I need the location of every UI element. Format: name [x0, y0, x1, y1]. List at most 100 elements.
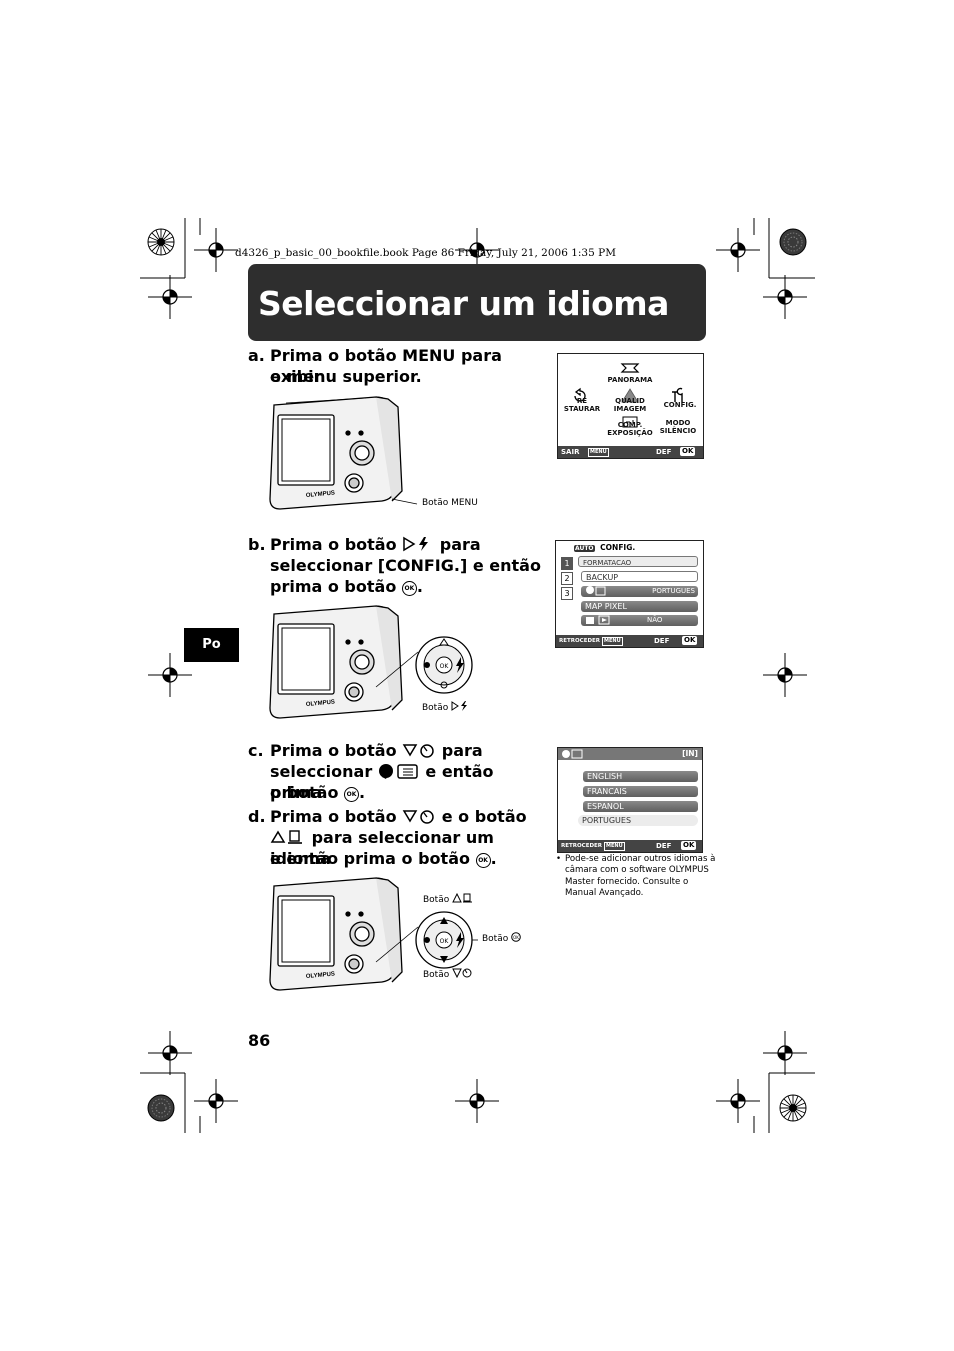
bar-ok-label: OK: [681, 841, 697, 850]
config-row-formatacao: FORMATACAO: [578, 556, 698, 567]
row-value: PORTUGUES: [652, 587, 695, 595]
step-text: para: [439, 535, 481, 554]
row-label: MAP PIXEL: [585, 602, 627, 611]
camera-brand: OLYMPUS: [306, 971, 336, 980]
step-text: para: [441, 741, 483, 760]
file-header: d4326_p_basic_00_bookfile.book Page 86 F…: [235, 247, 616, 259]
step-text: Prima o botão: [270, 807, 397, 826]
language-tab: Po: [184, 628, 239, 662]
bar-def-label: DEF: [654, 637, 670, 645]
caption-down-button: Botão: [423, 968, 474, 980]
config-row-backup: BACKUP: [581, 571, 698, 582]
camera-illustration: OLYMPUS: [269, 605, 403, 719]
leader-line: [391, 498, 418, 505]
step-text: e então prima o botão: [270, 849, 470, 868]
caption-text: Botão: [482, 934, 509, 944]
bar-exit-label: SAIR: [561, 448, 580, 456]
step-a: a. Prima o botão MENU para exibir o menu…: [248, 345, 548, 390]
caption-right-button: Botão: [422, 701, 471, 713]
tab-1: 1: [561, 557, 573, 570]
config-icon: [672, 387, 683, 402]
dial-closeup: OK: [375, 636, 473, 694]
language-option-francais: FRANCAIS: [583, 786, 698, 797]
step-text: para seleccionar um idioma: [270, 828, 494, 868]
config-row-language: PORTUGUES: [581, 586, 698, 597]
camera-illustration: OLYMPUS: [269, 396, 403, 510]
step-text: seleccionar: [270, 762, 373, 781]
row-value: NÃO: [647, 616, 663, 624]
language-option-english: ENGLISH: [583, 771, 698, 782]
exposure-icon: [622, 416, 638, 428]
step-text: e o botão: [441, 807, 527, 826]
row-label: BACKUP: [586, 573, 619, 582]
screen-bottom-bar: SAIR MENU DEF OK: [558, 446, 703, 458]
step-letter: a.: [248, 346, 265, 365]
step-line: prima o botão OK.: [270, 576, 423, 597]
bar-back-label: RETROCEDER: [561, 843, 603, 849]
caption-menu-button: Botão MENU: [422, 498, 478, 508]
ok-icon: OK: [511, 932, 521, 942]
bar-def-label: DEF: [656, 842, 672, 850]
config-row-map-pixel: MAP PIXEL: [581, 601, 698, 612]
menu-item-qualid-imagem: QUALID IMAGEM: [613, 397, 647, 413]
bar-menu-label: MENU: [604, 842, 625, 851]
step-text: o botão: [270, 783, 339, 802]
step-line: o menu superior.: [270, 367, 422, 386]
language-icon: [562, 749, 583, 759]
menu-item-config: CONFIG.: [663, 401, 697, 409]
caption-text: Botão: [423, 895, 450, 905]
step-line: para seleccionar um idioma: [270, 827, 548, 869]
camera-illustration: OLYMPUS: [269, 877, 403, 991]
language-icon: [586, 586, 606, 596]
bar-ok-label: OK: [682, 636, 698, 645]
language-option-espanol: ESPANOL: [583, 801, 698, 812]
bar-def-label: DEF: [656, 448, 672, 456]
down-selftimer-icon: [452, 968, 472, 979]
screen-bottom-bar: RETROCEDER MENU DEF OK: [558, 840, 702, 852]
step-b: b. Prima o botão para seleccionar [CONFI…: [248, 534, 548, 598]
bar-back-label: RETROCEDER: [559, 638, 601, 644]
bar-menu-label: MENU: [602, 637, 623, 646]
dial-closeup: OK: [375, 911, 478, 969]
menu-item-panorama: PANORAMA: [607, 376, 653, 384]
svg-text:OK: OK: [440, 938, 450, 945]
step-text: e então prima: [270, 762, 494, 802]
down-selftimer-icon: [402, 810, 434, 824]
step-c: c. Prima o botão para seleccionar e entã…: [248, 740, 548, 804]
menu-item-restaurar: RE STAURAR: [563, 397, 601, 413]
caption-ok-button: Botão OK: [482, 932, 523, 944]
up-print-icon: [270, 830, 302, 844]
language-code: [IN]: [682, 749, 698, 758]
camera-play-icon: [586, 615, 610, 625]
svg-text:OK: OK: [513, 935, 519, 940]
up-print-icon: [452, 892, 473, 903]
config-row-camera-play: NÃO: [581, 615, 698, 626]
step-letter: b.: [248, 535, 266, 554]
mode-badge: AUTO: [574, 545, 595, 552]
step-line: Prima o botão e o botão: [270, 806, 527, 827]
step-letter: d.: [248, 807, 266, 826]
config-title: CONFIG.: [600, 543, 636, 552]
ok-icon: OK: [401, 581, 417, 596]
step-text: Prima o botão: [270, 741, 397, 760]
row-label: FORMATACAO: [583, 559, 632, 567]
step-line: seleccionar [CONFIG.] e então: [270, 556, 541, 575]
right-flash-icon: [403, 536, 429, 552]
language-header: [IN]: [558, 748, 702, 760]
right-flash-icon: [451, 701, 468, 711]
ok-icon: OK: [475, 853, 491, 868]
language-icon: [378, 764, 418, 779]
svg-text:OK: OK: [440, 663, 450, 670]
caption-up-button: Botão: [423, 892, 474, 905]
step-line: Prima o botão para: [270, 740, 483, 761]
panorama-icon: [620, 363, 640, 373]
camera-brand: OLYMPUS: [306, 699, 336, 708]
step-text: .: [490, 849, 497, 868]
ok-icon: OK: [344, 787, 360, 802]
bar-menu-label: MENU: [588, 448, 609, 457]
step-text: .: [359, 783, 366, 802]
step-line: seleccionar e então prima: [270, 761, 548, 803]
caption-text: Botão: [423, 970, 450, 980]
language-option-portugues: PORTUGUES: [578, 815, 698, 826]
